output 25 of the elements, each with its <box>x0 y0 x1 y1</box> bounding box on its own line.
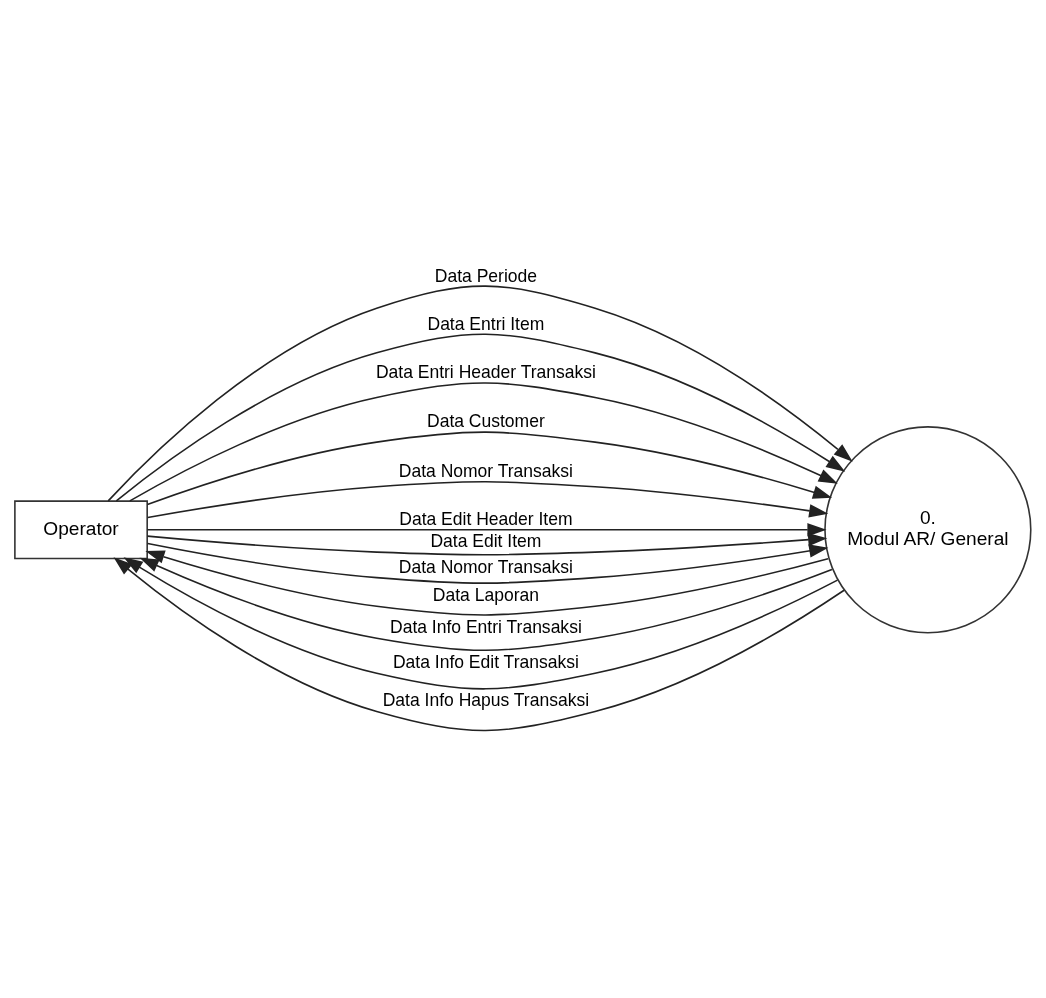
edge-label: Data Info Hapus Transaksi <box>382 689 590 710</box>
arrow <box>146 522 827 536</box>
arrow <box>115 333 846 502</box>
arrow <box>113 556 845 731</box>
node-box: Operator <box>14 499 148 559</box>
edge-label: Data Nomor Transaksi <box>398 460 574 481</box>
edge-label: Data Entri Item <box>427 313 545 334</box>
edge-label: Data Nomor Transaksi <box>398 556 574 576</box>
arrow <box>146 430 833 505</box>
arrow <box>146 532 828 555</box>
edge-label: Data Info Edit Transaksi <box>392 651 579 672</box>
edge-label: Data Laporan <box>432 584 539 605</box>
arrow <box>146 480 829 518</box>
edge-label: Data Customer <box>427 410 545 431</box>
edge-label: Data Info Entri Transaksi <box>390 616 582 637</box>
edge-label: Data Edit Item <box>430 530 542 551</box>
arrow <box>129 381 838 502</box>
arrow <box>146 542 829 584</box>
edge-label: Data Entri Header Transaksi <box>375 361 596 382</box>
arrow <box>107 284 853 502</box>
arrow <box>123 556 839 690</box>
edge-label: Data Edit Header Item <box>399 508 573 529</box>
edge-label: Data Periode <box>434 265 538 286</box>
arrow <box>139 557 833 651</box>
arrow <box>145 549 829 616</box>
